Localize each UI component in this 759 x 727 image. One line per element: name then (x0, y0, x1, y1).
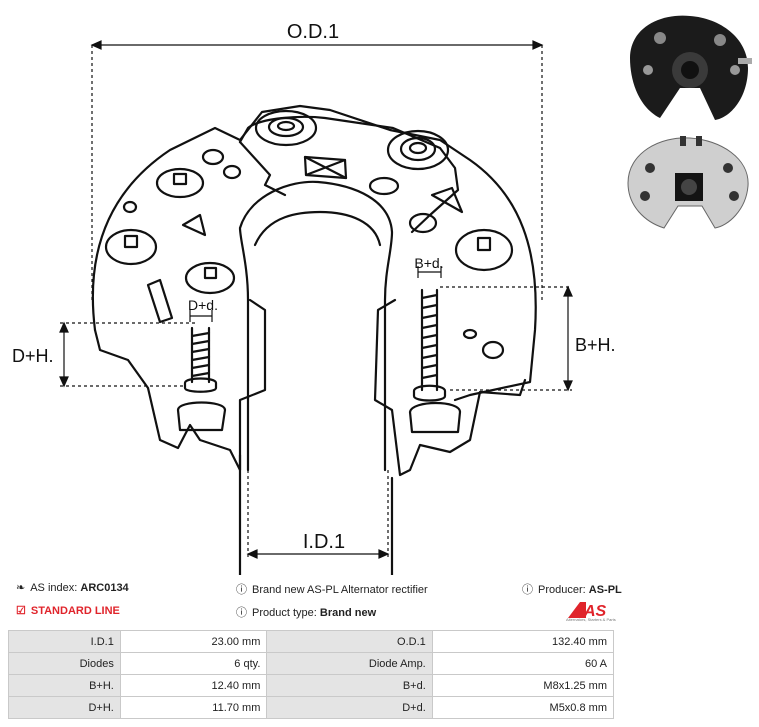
description-row: ⓘ Brand new AS-PL Alternator rectifier (236, 581, 428, 597)
as-index-row: ❧AS index: ARC0134 (16, 582, 129, 594)
standard-line-row: ☑ STANDARD LINE (16, 604, 120, 617)
description-text: Brand new AS-PL Alternator rectifier (252, 584, 428, 596)
spec-key: I.D.1 (8, 630, 121, 653)
table-row: I.D.1 23.00 mm O.D.1 132.40 mm (8, 630, 615, 653)
product-type-value: Brand new (319, 607, 377, 619)
spec-value: 132.40 mm (431, 630, 615, 653)
product-photo-bottom (627, 136, 749, 229)
bh-label: B+H. (575, 335, 616, 355)
id1-label: I.D.1 (303, 531, 345, 553)
spec-key: B+d. (266, 674, 433, 697)
tags-icon: ❧ (16, 582, 26, 594)
spec-key: Diodes (8, 652, 121, 675)
spec-key: D+H. (8, 696, 121, 719)
rectifier-outline (91, 104, 537, 402)
table-row: D+H. 11.70 mm D+d. M5x0.8 mm (8, 696, 615, 719)
center-channel (238, 180, 394, 575)
logo-subtext: Alternators, Starters & Parts (566, 617, 616, 622)
od1-label: O.D.1 (287, 21, 339, 43)
spec-table: I.D.1 23.00 mm O.D.1 132.40 mm Diodes 6 … (8, 630, 615, 719)
spec-key: D+d. (266, 696, 433, 719)
bd-label: B+d. (414, 255, 443, 271)
spec-key: B+H. (8, 674, 121, 697)
spec-key: O.D.1 (266, 630, 433, 653)
right-stud (420, 288, 439, 392)
standard-line-label: STANDARD LINE (30, 605, 120, 617)
dh-label: D+H. (12, 346, 54, 366)
spec-value: M8x1.25 mm (431, 674, 615, 697)
spec-key: Diode Amp. (266, 652, 433, 675)
as-index-value: ARC0134 (80, 582, 129, 594)
spec-value: 6 qty. (119, 652, 268, 675)
as-pl-logo: AS (568, 602, 607, 620)
rectifier-technical-drawing: O.D.1 I.D.1 B+H. D+H. B+d. D+d. (12, 21, 616, 575)
info-circle-icon: ⓘ (522, 584, 533, 596)
spec-value: 60 A (431, 652, 615, 675)
spec-value: 11.70 mm (119, 696, 268, 719)
check-square-icon: ☑ (16, 605, 26, 617)
table-row: B+H. 12.40 mm B+d. M8x1.25 mm (8, 674, 615, 697)
spec-value: 23.00 mm (119, 630, 268, 653)
spec-value: M5x0.8 mm (431, 696, 615, 719)
product-photo-top (630, 15, 752, 120)
spec-value: 12.40 mm (119, 674, 268, 697)
svg-text:AS: AS (583, 603, 607, 620)
info-circle-icon: ⓘ (236, 607, 247, 619)
info-circle-icon: ⓘ (236, 584, 247, 596)
producer-value: AS-PL (588, 584, 622, 596)
dd-label: D+d. (188, 297, 218, 313)
table-row: Diodes 6 qty. Diode Amp. 60 A (8, 652, 615, 675)
